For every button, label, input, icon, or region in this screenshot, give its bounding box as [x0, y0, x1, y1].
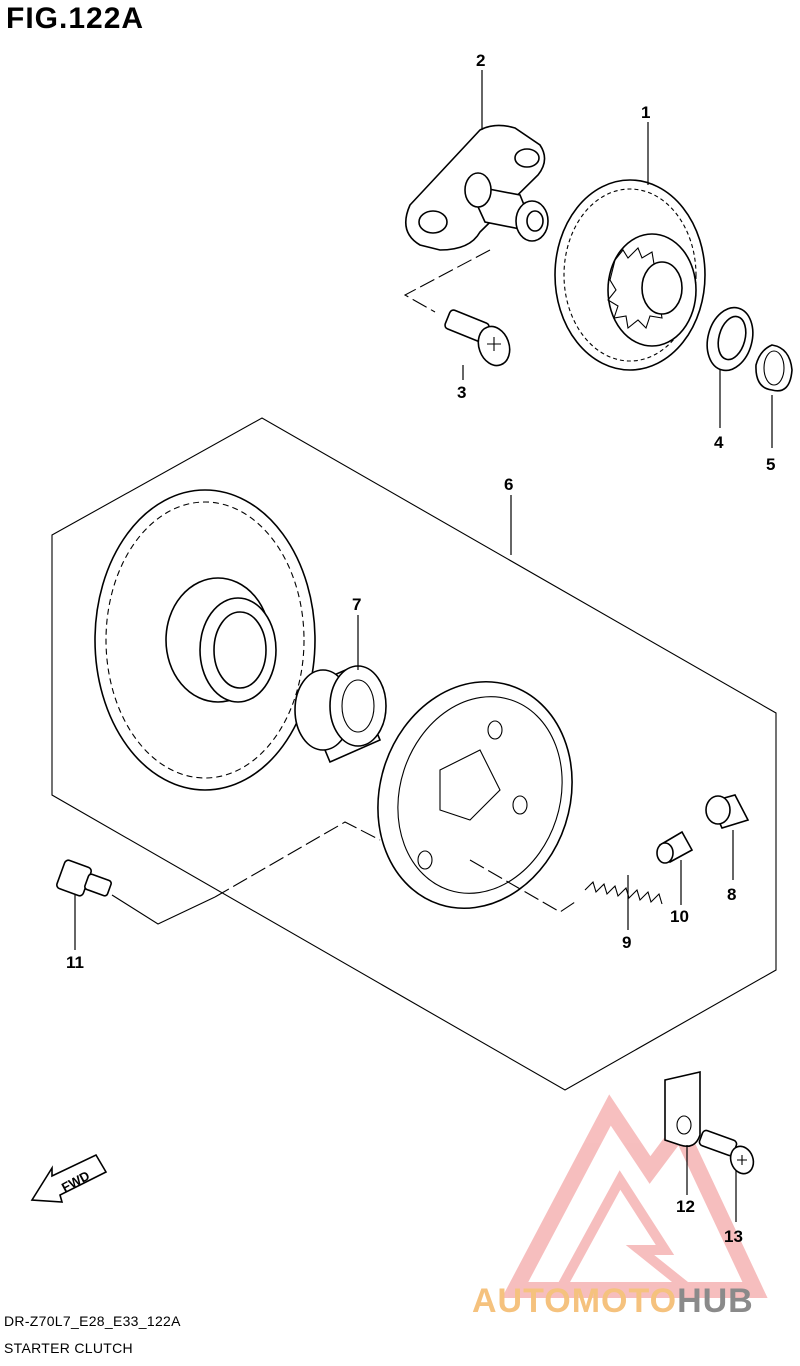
part-6-driven-gear [94, 489, 316, 791]
callout-7: 7 [352, 595, 361, 614]
callout-1: 1 [641, 103, 650, 122]
part-2-idler-shaft [404, 124, 549, 251]
part-3-screw [444, 309, 511, 367]
part-5-circlip [755, 344, 793, 392]
watermark-logo [501, 1094, 768, 1298]
diagram-name: STARTER CLUTCH [4, 1340, 133, 1356]
callout-3: 3 [457, 383, 466, 402]
leader-lines [74, 70, 773, 1222]
part-8-roller [705, 794, 750, 829]
starter-clutch-body [377, 680, 573, 910]
callout-13: 13 [724, 1227, 743, 1246]
watermark-text: AUTOMOTOHUB [472, 1282, 754, 1321]
diagram-code: DR-Z70L7_E28_E33_122A [4, 1313, 181, 1329]
assembly-frame [51, 417, 777, 1091]
watermark-text-b: HUB [677, 1282, 754, 1320]
callout-4: 4 [714, 433, 724, 452]
callout-5: 5 [766, 455, 775, 474]
part-13-screw [698, 1129, 755, 1175]
part-1-idler-gear [554, 179, 706, 371]
part-9-spring [584, 880, 663, 905]
part-12-plate [664, 1070, 701, 1148]
part-7-needle-bearing [294, 665, 387, 764]
part-4-washer [706, 306, 754, 372]
callout-8: 8 [727, 885, 736, 904]
part-10-plunger [656, 830, 694, 864]
callout-9: 9 [622, 933, 631, 952]
fwd-arrow: FWD [30, 1153, 108, 1203]
callout-10: 10 [670, 907, 689, 926]
callout-labels: 1 2 3 4 5 6 7 8 9 10 11 12 13 [66, 51, 775, 1246]
figure-title: FIG.122A [6, 2, 145, 35]
part-11-bolt [56, 859, 112, 897]
callout-11: 11 [66, 953, 84, 972]
callout-6: 6 [504, 475, 513, 494]
watermark-text-a: AUTOMOTO [472, 1282, 678, 1320]
callout-12: 12 [676, 1197, 695, 1216]
callout-2: 2 [476, 51, 485, 70]
